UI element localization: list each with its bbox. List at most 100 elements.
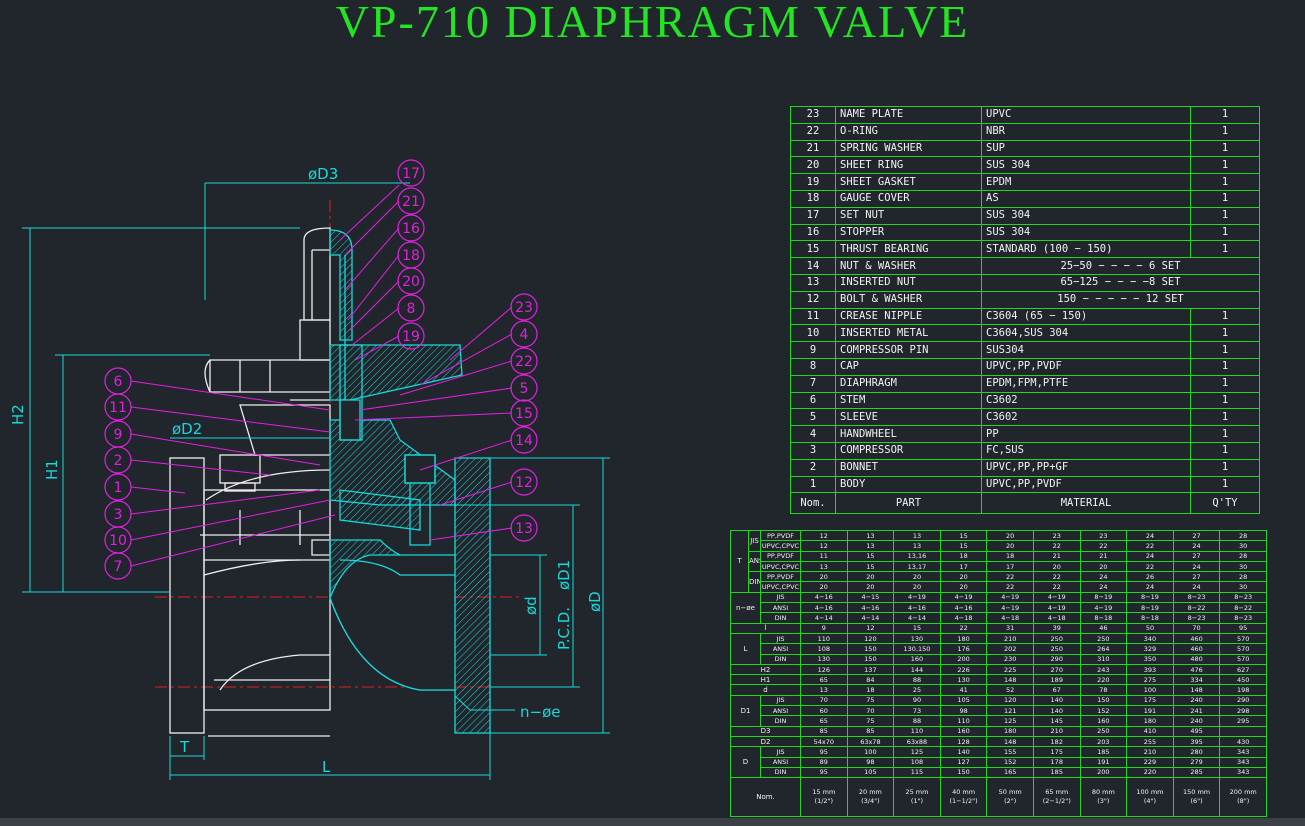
svg-text:17: 17 xyxy=(402,166,420,182)
dim-value: 570 xyxy=(1219,643,1267,655)
dim-value: 24 xyxy=(1079,581,1128,593)
part-name: SET NUT xyxy=(835,206,982,225)
dim-value: 4−18 xyxy=(939,612,988,624)
dim-value: 570 xyxy=(1219,653,1267,665)
dim-standard: DIN xyxy=(760,612,801,624)
balloon-12: 12 xyxy=(510,468,538,496)
drawing-title: VP-710 DIAPHRAGM VALVE xyxy=(335,0,970,47)
part-qty: 1 xyxy=(1190,425,1260,443)
part-qty: 1 xyxy=(1190,139,1260,158)
nominal-mm: 65 mm xyxy=(1045,788,1069,797)
dim-value: 410 xyxy=(1126,725,1174,737)
dim-value: 30 xyxy=(1219,560,1267,573)
dim-value: 120 xyxy=(986,694,1034,707)
dim-value: 8−19 xyxy=(1126,602,1174,614)
svg-text:6: 6 xyxy=(114,374,123,390)
dim-value: 202 xyxy=(986,643,1034,655)
part-number: 5 xyxy=(790,408,836,427)
body-outline xyxy=(169,227,331,737)
dim-value: 430 xyxy=(1219,735,1267,748)
header-qty: Q'TY xyxy=(1190,492,1260,515)
part-number: 10 xyxy=(790,324,836,343)
dim-value: 275 xyxy=(1126,674,1174,686)
dim-label-h2: H2 xyxy=(730,663,801,676)
part-name: O-RING xyxy=(835,122,982,141)
dim-standard: ANSI xyxy=(760,756,801,768)
part-material: SUS304 xyxy=(981,341,1191,359)
dim-value: 15 xyxy=(939,540,988,552)
dim-value: 125 xyxy=(893,746,941,758)
dim-value: 17 xyxy=(986,560,1034,573)
dim-value: 130,150 xyxy=(893,643,941,655)
part-number: 22 xyxy=(790,122,836,141)
dim-value: 22 xyxy=(1032,581,1081,593)
part-number: 17 xyxy=(790,206,836,225)
dim-value: 182 xyxy=(1032,735,1081,748)
part-material: C3602 xyxy=(981,408,1191,427)
dim-label-d2: D2 xyxy=(730,735,801,748)
dim-value: 39 xyxy=(1032,622,1081,634)
dim-value: 20 xyxy=(846,581,895,593)
dim-standard: JIS xyxy=(760,746,801,758)
part-qty: 1 xyxy=(1190,357,1260,376)
dim-value: 73 xyxy=(893,705,941,717)
dim-value: 41 xyxy=(939,684,988,696)
nominal-mm: 15 mm xyxy=(812,788,836,797)
nominal-inch: (4") xyxy=(1143,797,1157,806)
dim-value: 395 xyxy=(1172,735,1221,748)
dim-t: T xyxy=(179,738,190,756)
dim-value: 8−22 xyxy=(1219,602,1267,614)
svg-text:11: 11 xyxy=(109,400,127,416)
svg-text:1: 1 xyxy=(114,480,123,496)
nominal-inch: (3/4") xyxy=(861,797,880,806)
part-number: 20 xyxy=(790,156,836,175)
dim-standard: ANSI xyxy=(760,705,801,717)
part-material: FC,SUS xyxy=(981,441,1191,460)
balloon-9: 9 xyxy=(104,420,132,448)
part-name: NUT & WASHER xyxy=(835,257,982,275)
nominal-mm: 20 mm xyxy=(858,788,882,797)
dim-value: 95 xyxy=(800,746,848,758)
balloon-19: 19 xyxy=(397,322,425,350)
dim-value: 63x78 xyxy=(846,735,895,748)
dim-value: 191 xyxy=(1126,705,1174,717)
part-number: 9 xyxy=(790,341,836,359)
nominal-mm: 150 mm xyxy=(1182,788,1211,797)
dim-value: 450 xyxy=(1219,674,1267,686)
svg-text:14: 14 xyxy=(515,433,533,449)
dim-value: 22 xyxy=(939,622,988,634)
dim-value: 27 xyxy=(1172,550,1221,562)
nominal-size: 150 mm(6") xyxy=(1172,777,1221,818)
dim-value: 191 xyxy=(1079,756,1128,768)
part-number: 7 xyxy=(790,374,836,393)
dim-value: 13,17 xyxy=(893,560,941,573)
dim-value: 63x88 xyxy=(893,735,941,748)
dim-value: 4−19 xyxy=(1079,602,1128,614)
dim-value: 220 xyxy=(1126,766,1174,779)
dim-value: 165 xyxy=(986,766,1034,779)
dim-value: 8−19 xyxy=(1126,591,1174,604)
header-part: PART xyxy=(835,492,982,515)
dim-label-d1: D1 xyxy=(730,694,761,727)
dim-nominal-row: Nom.15 mm(1/2")20 mm(3/4")25 mm(1")40 mm… xyxy=(730,777,1267,818)
part-number: 11 xyxy=(790,307,836,326)
dim-value: 108 xyxy=(893,756,941,768)
dim-material: UPVC,CPVC xyxy=(760,560,801,573)
part-name: BODY xyxy=(835,475,982,494)
bottom-scrollbar[interactable] xyxy=(0,818,1305,826)
dim-value: 20 xyxy=(986,540,1034,552)
part-qty: 1 xyxy=(1190,374,1260,393)
dim-value: 148 xyxy=(986,735,1034,748)
dim-value: 22 xyxy=(1126,540,1174,552)
nominal-size: 65 mm(2−1/2") xyxy=(1032,777,1081,818)
dim-value: 225 xyxy=(986,663,1034,676)
dim-value: 343 xyxy=(1219,756,1267,768)
part-number: 2 xyxy=(790,458,836,477)
